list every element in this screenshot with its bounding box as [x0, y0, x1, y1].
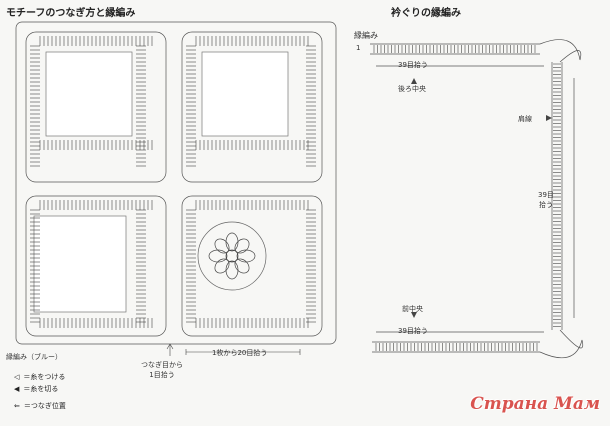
cut-yarn-icon: ◀ [14, 385, 20, 393]
pickup-39-side-line1: 39目 [538, 191, 554, 199]
pickup-20-label: 1枚から20目拾う [212, 349, 268, 357]
motif-joining-title: モチーフのつなぎ方と縁編み [6, 8, 136, 19]
legend-cut-yarn: ◀ ＝糸を切る [14, 384, 58, 394]
edge-label: 縁編み [354, 31, 378, 40]
join-position-icon: ⇐ [14, 402, 20, 410]
pickup-39-top-label: 39目拾う [398, 61, 428, 69]
legend-attach-yarn: ◁ ＝糸をつける [14, 372, 65, 382]
back-center-label: 後ろ中央 [398, 85, 426, 93]
shoulder-label: 肩線 [518, 115, 532, 123]
edge-color-label: 縁編み（ブルー） [6, 353, 62, 361]
pickup-39-side-line2: 拾う [538, 201, 553, 209]
site-watermark: Страна Мам [470, 394, 600, 414]
row-1-label: 1 [356, 44, 361, 52]
join-pickup-label: つなぎ目から 1目拾う [138, 360, 186, 380]
legend-text: ＝糸をつける [23, 373, 66, 381]
legend-text: ＝糸を切る [23, 385, 59, 393]
join-pickup-line2: 1目拾う [149, 371, 175, 379]
neckline-edging-title: 衿ぐりの縁編み [391, 8, 461, 19]
attach-yarn-icon: ◁ [14, 373, 20, 381]
legend-text: ＝つなぎ位置 [23, 402, 66, 410]
legend-join-position: ⇐ ＝つなぎ位置 [14, 401, 66, 411]
join-pickup-line1: つなぎ目から [141, 361, 183, 369]
pickup-39-bottom-label: 39目拾う [398, 327, 428, 335]
pickup-39-side-label: 39目 拾う [538, 190, 554, 210]
front-center-label: 前中央 [402, 305, 423, 313]
